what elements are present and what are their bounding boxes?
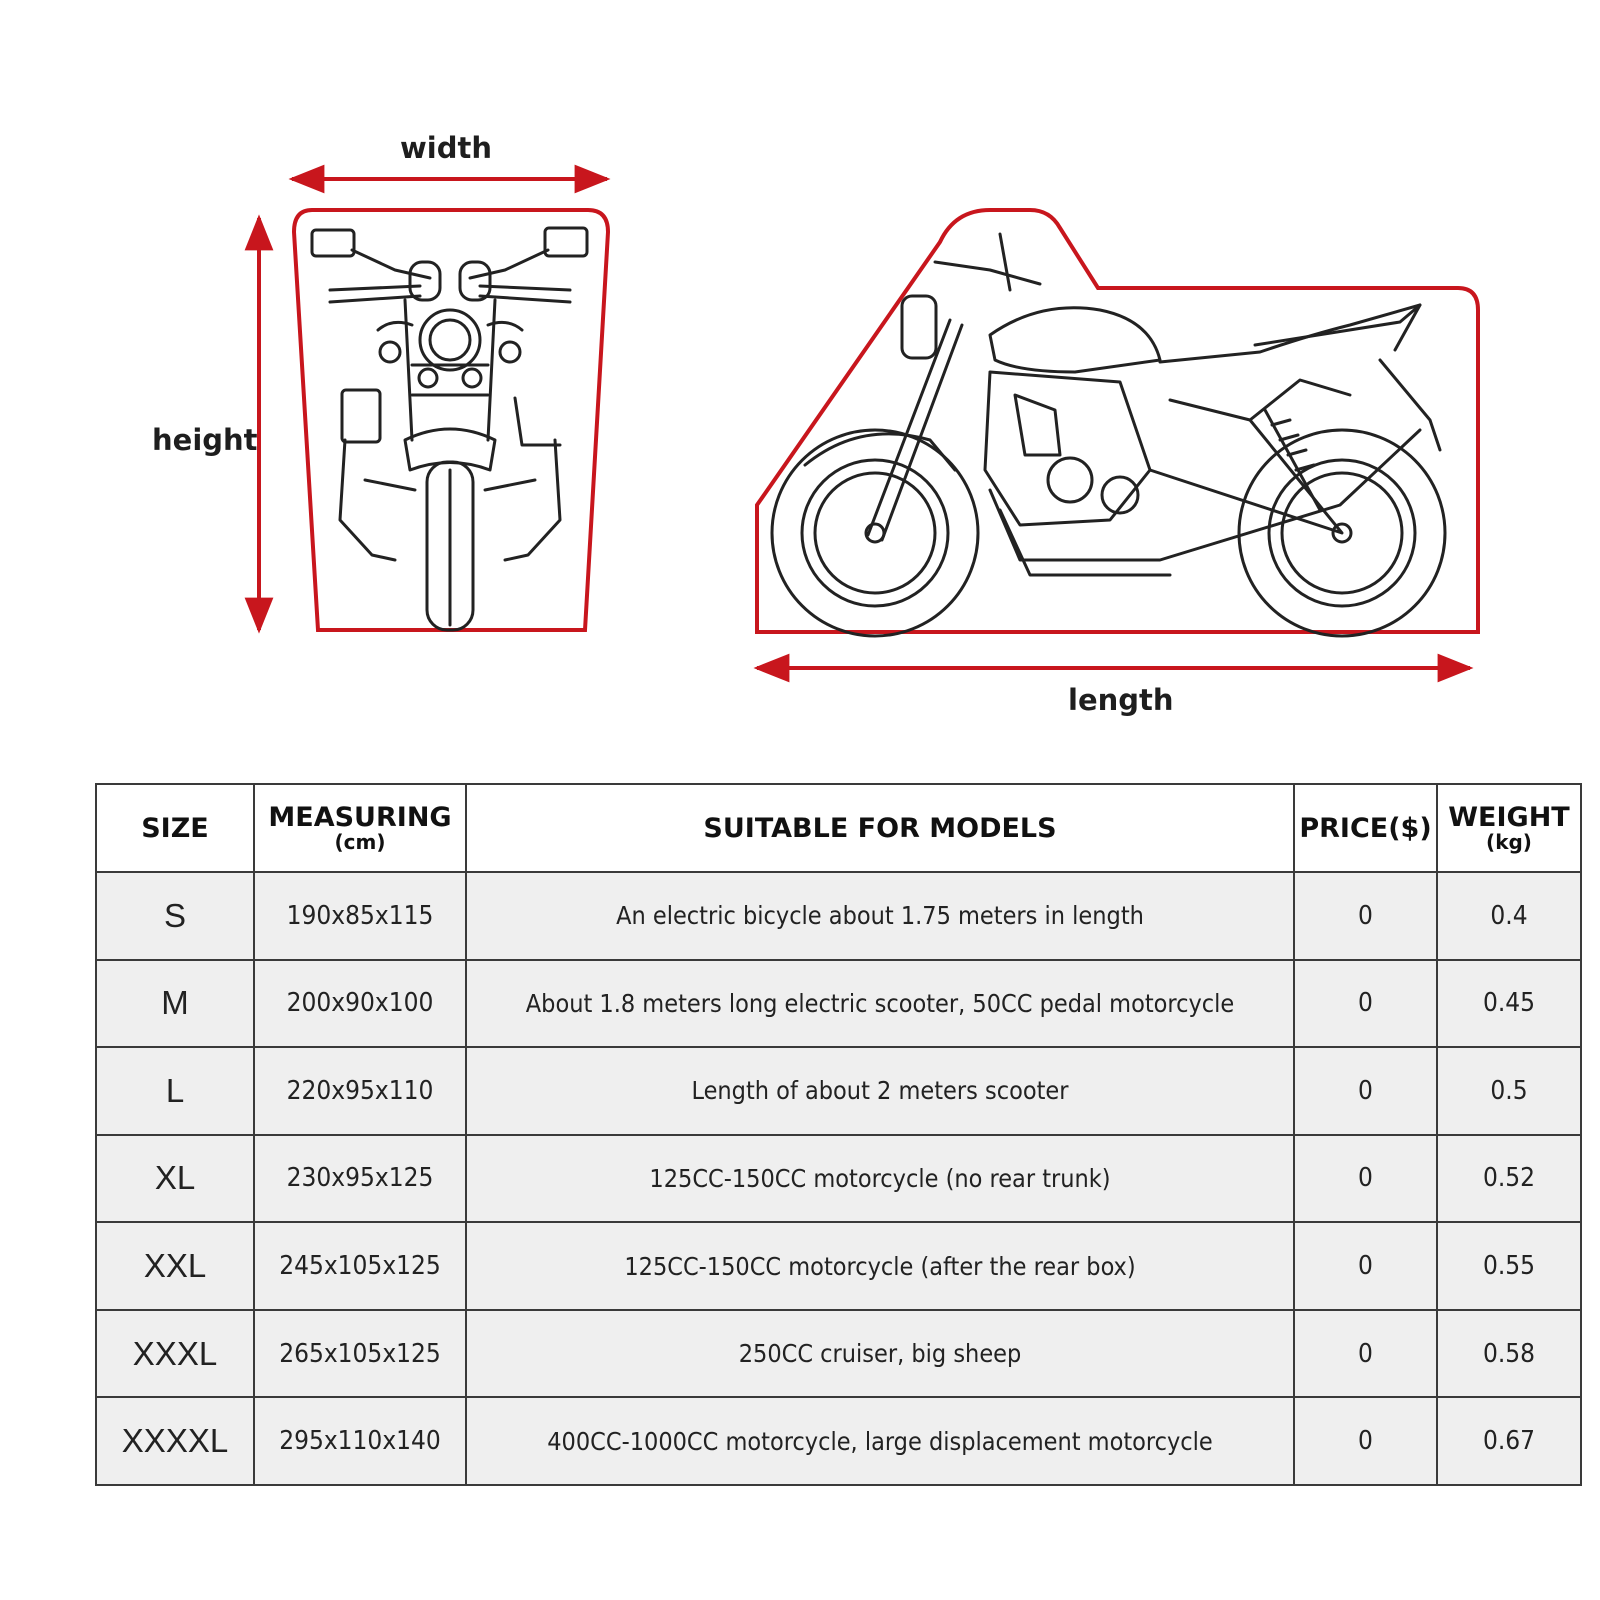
measuring-cell: 265x105x125	[253, 1308, 467, 1399]
table-row: S 190x85x115 An electric bicycle about 1…	[95, 871, 1582, 961]
measuring-unit: (cm)	[334, 830, 386, 854]
weight-cell: 0.45	[1436, 958, 1582, 1049]
models-cell: 125CC-150CC motorcycle (after the rear b…	[465, 1221, 1295, 1311]
width-label: width	[400, 131, 492, 165]
weight-cell: 0.67	[1436, 1396, 1582, 1486]
motorcycle-front-view-icon	[310, 226, 589, 632]
price-cell: 0	[1293, 958, 1438, 1049]
weight-unit: (kg)	[1486, 830, 1532, 854]
size-cell: XXXL	[95, 1308, 255, 1399]
weight-cell: 0.5	[1436, 1046, 1582, 1136]
weight-cell: 0.55	[1436, 1221, 1582, 1311]
measuring-header: MEASURING (cm)	[253, 783, 467, 873]
models-cell: 400CC-1000CC motorcycle, large displacem…	[465, 1396, 1295, 1486]
table-row: XXL 245x105x125 125CC-150CC motorcycle (…	[95, 1221, 1582, 1311]
size-cell: XXXXL	[95, 1396, 255, 1486]
measuring-cell: 190x85x115	[253, 871, 467, 961]
diagram-drawing	[244, 164, 1480, 683]
measuring-cell: 220x95x110	[253, 1046, 467, 1136]
table-row: L 220x95x110 Length of about 2 meters sc…	[95, 1046, 1582, 1136]
models-cell: About 1.8 meters long electric scooter, …	[465, 958, 1295, 1049]
price-header: PRICE($)	[1293, 783, 1438, 873]
measuring-cell: 295x110x140	[253, 1396, 467, 1486]
price-cell: 0	[1293, 1046, 1438, 1136]
side-cover-outline	[755, 208, 1480, 634]
size-cell: L	[95, 1046, 255, 1136]
table-row: XXXXL 295x110x140 400CC-1000CC motorcycl…	[95, 1396, 1582, 1486]
size-diagram: width height length	[0, 0, 1600, 740]
table-row: XXXL 265x105x125 250CC cruiser, big shee…	[95, 1308, 1582, 1399]
weight-cell: 0.58	[1436, 1308, 1582, 1399]
size-chart-table: SIZE MEASURING (cm) SUITABLE FOR MODELS …	[95, 783, 1582, 1486]
measuring-cell: 245x105x125	[253, 1221, 467, 1311]
models-cell: 250CC cruiser, big sheep	[465, 1308, 1295, 1399]
front-cover-outline	[291, 208, 611, 632]
price-cell: 0	[1293, 871, 1438, 961]
models-cell: An electric bicycle about 1.75 meters in…	[465, 871, 1295, 961]
price-cell: 0	[1293, 1221, 1438, 1311]
price-cell: 0	[1293, 1133, 1438, 1224]
models-cell: Length of about 2 meters scooter	[465, 1046, 1295, 1136]
measuring-cell: 230x95x125	[253, 1133, 467, 1224]
weight-cell: 0.4	[1436, 871, 1582, 961]
length-label: length	[1068, 683, 1174, 717]
motorcycle-side-view-icon	[770, 232, 1447, 638]
price-cell: 0	[1293, 1308, 1438, 1399]
height-label: height	[152, 423, 258, 457]
models-header: SUITABLE FOR MODELS	[465, 783, 1295, 873]
size-cell: S	[95, 871, 255, 961]
size-cell: M	[95, 958, 255, 1049]
weight-cell: 0.52	[1436, 1133, 1582, 1224]
size-cell: XL	[95, 1133, 255, 1224]
table-header-row: SIZE MEASURING (cm) SUITABLE FOR MODELS …	[95, 783, 1582, 873]
price-cell: 0	[1293, 1396, 1438, 1486]
table-row: XL 230x95x125 125CC-150CC motorcycle (no…	[95, 1133, 1582, 1224]
size-cell: XXL	[95, 1221, 255, 1311]
models-cell: 125CC-150CC motorcycle (no rear trunk)	[465, 1133, 1295, 1224]
measuring-cell: 200x90x100	[253, 958, 467, 1049]
size-header: SIZE	[95, 783, 255, 873]
table-row: M 200x90x100 About 1.8 meters long elect…	[95, 958, 1582, 1049]
weight-header: WEIGHT (kg)	[1436, 783, 1582, 873]
